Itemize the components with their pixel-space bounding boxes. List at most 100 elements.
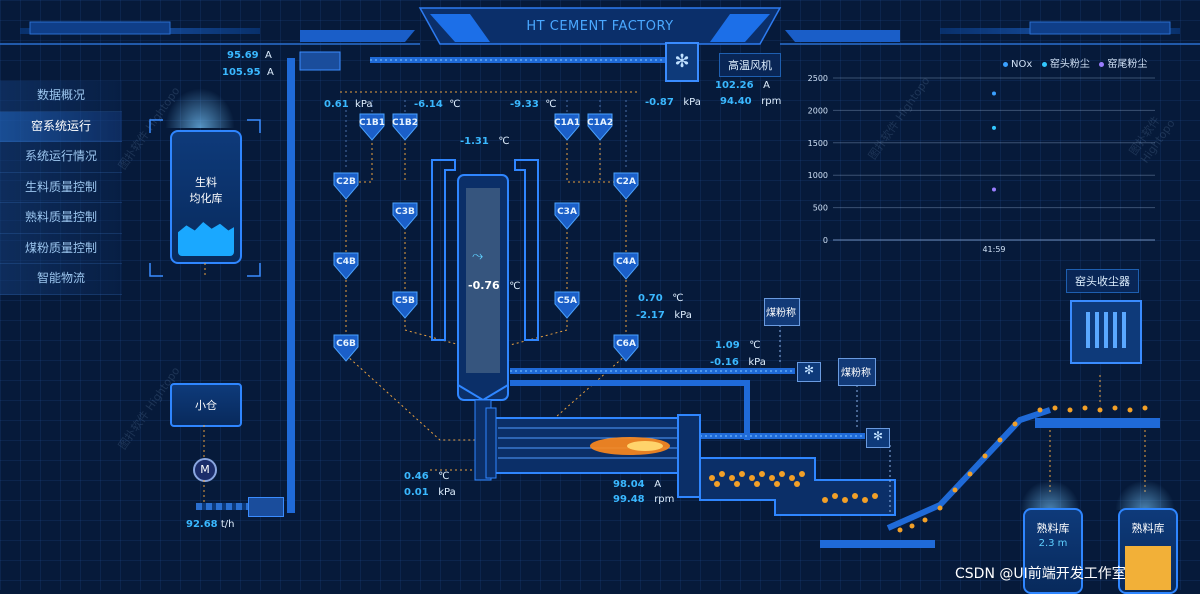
y-tick-label: 1500 (808, 139, 828, 148)
cyclone-c1b1[interactable]: C1B1 (359, 112, 385, 142)
chart-point-窑尾粉尘[interactable] (992, 187, 996, 192)
cyclone-c3b[interactable]: C3B (392, 201, 418, 231)
fan-icon[interactable]: ✻ (665, 42, 699, 82)
clinker-fill (1125, 546, 1171, 590)
reading-r4-unit: kPa (683, 97, 701, 108)
legend-item-tail-dust[interactable]: 窑尾粉尘 (1099, 59, 1147, 70)
cyclone-label: C5B (395, 296, 415, 306)
menu-item-coal-quality[interactable]: 煤粉质量控制 (0, 233, 122, 264)
cyclone-c6b[interactable]: C6B (333, 333, 359, 363)
reading-r1: 0.61 (324, 99, 349, 110)
menu-item-kiln-system[interactable]: 窑系统运行 (0, 111, 122, 142)
feed-current-2-unit: A (266, 67, 274, 78)
coal-scale-1-label: 煤粉称 (766, 308, 796, 319)
y-tick-label: 2500 (808, 74, 828, 83)
cyclone-c2b[interactable]: C2B (333, 171, 359, 201)
silo-label-line2: 均化库 (189, 192, 223, 205)
chart-point-窑头粉尘[interactable] (992, 125, 996, 130)
fan-current-unit: A (763, 80, 770, 91)
coal-scale-1[interactable] (764, 298, 800, 326)
legend-label: 窑尾粉尘 (1107, 59, 1148, 70)
reading-r7: 0.70 (638, 293, 663, 304)
menu-item-raw-quality[interactable]: 生料质量控制 (0, 172, 122, 203)
reading-r8-unit: kPa (674, 310, 692, 321)
cyclone-c6a[interactable]: C6A (613, 333, 639, 363)
reading-r1-unit: kPa (355, 99, 373, 110)
feed-current-1-unit: A (265, 50, 272, 61)
cyclone-c5a[interactable]: C5A (554, 290, 580, 320)
cyclone-label: C1B2 (392, 118, 418, 128)
silo-fill (178, 222, 234, 256)
feed-flow-value: 92.68 (186, 519, 218, 530)
silo-glow (1115, 480, 1175, 510)
reading-r3-unit: ℃ (545, 99, 557, 110)
cyclone-label: C2B (336, 177, 356, 187)
small-bin-label: 小仓 (195, 399, 217, 412)
silo-glow (1020, 480, 1080, 510)
cyclone-label: C6A (616, 339, 636, 349)
menu-item-system-status[interactable]: 系统运行情况 (0, 142, 122, 173)
header-frame (0, 7, 1200, 45)
burner-icon: ⤳ (472, 248, 484, 264)
coal-fan-icon[interactable]: ✻ (797, 362, 821, 382)
cyclone-label: C4A (616, 257, 636, 267)
cyclone-c1a1[interactable]: C1A1 (554, 112, 580, 142)
reading-r9: 1.09 (715, 340, 740, 351)
fan-speed-unit: rpm (761, 96, 782, 107)
silo-label-line1: 生料 (195, 176, 217, 189)
cyclone-c4a[interactable]: C4A (613, 251, 639, 281)
dust-collector[interactable] (1070, 300, 1142, 364)
chart-point-NOx[interactable] (992, 91, 996, 96)
side-menu: 数据概况 窑系统运行 系统运行情况 生料质量控制 熟料质量控制 煤粉质量控制 智… (0, 81, 122, 295)
cyclone-c1a2[interactable]: C1A2 (587, 112, 613, 142)
menu-item-clinker-quality[interactable]: 熟料质量控制 (0, 203, 122, 234)
small-bin[interactable]: 小仓 (170, 383, 242, 427)
coal-scale-2[interactable] (838, 358, 876, 386)
y-tick-label: 500 (813, 204, 828, 213)
feed-current-1: 95.69 (227, 50, 259, 61)
cyclone-c3a[interactable]: C3A (554, 201, 580, 231)
motor-icon[interactable]: M (193, 458, 217, 482)
raw-meal-silo[interactable]: 生料 均化库 (170, 130, 242, 264)
feed-hopper (248, 497, 284, 517)
y-tick-label: 1000 (808, 171, 828, 180)
clinker-silo-1[interactable]: 熟料库 2.3 m (1023, 508, 1083, 594)
kiln-speed-value: 99.48 (613, 494, 645, 505)
reading-r12: 0.01 (404, 487, 429, 498)
cyclone-c5b[interactable]: C5B (392, 290, 418, 320)
clinker-silo-1-level: 2.3 m (1038, 538, 1068, 549)
menu-item-logistics[interactable]: 智能物流 (0, 264, 122, 295)
legend-dot (1099, 61, 1105, 67)
dust-collector-label: 窑头收尘器 (1066, 269, 1139, 293)
flow-line (203, 425, 205, 503)
cyclone-label: C4B (336, 257, 356, 267)
cyclone-c4b[interactable]: C4B (333, 251, 359, 281)
reading-r10: -0.16 (710, 357, 739, 368)
reading-r6: -0.76 (468, 279, 500, 292)
reading-r12-unit: kPa (438, 487, 456, 498)
cyclone-label: C3B (395, 207, 415, 217)
kiln-current-unit: A (654, 479, 662, 490)
fan-speed-value: 94.40 (720, 96, 752, 107)
silo-glow (165, 88, 235, 128)
legend-dot (1041, 61, 1047, 67)
legend-label: NOx (1011, 59, 1033, 70)
clinker-silo-1-label: 熟料库 (1036, 522, 1070, 535)
legend-item-nox[interactable]: NOx (1003, 59, 1032, 70)
cyclone-label: C2A (616, 177, 636, 187)
cyclone-c1b2[interactable]: C1B2 (392, 112, 418, 142)
legend-item-head-dust[interactable]: 窑头粉尘 (1041, 59, 1090, 70)
legend-label: 窑头粉尘 (1049, 59, 1090, 70)
blower-icon[interactable]: ✻ (866, 428, 890, 448)
silo-bracket (149, 119, 261, 278)
reading-r4: -0.87 (645, 97, 674, 108)
clinker-silo-2[interactable]: 熟料库 (1118, 508, 1178, 594)
reading-r7-unit: ℃ (672, 293, 684, 304)
menu-item-overview[interactable]: 数据概况 (0, 81, 122, 112)
cyclone-c2a[interactable]: C2A (613, 171, 639, 201)
page-title: HT CEMENT FACTORY (526, 19, 674, 34)
cyclone-label: C6B (336, 339, 356, 349)
legend-dot (1003, 61, 1008, 67)
reading-r6-unit: ℃ (509, 281, 521, 292)
cyclone-label: C3A (557, 207, 577, 217)
